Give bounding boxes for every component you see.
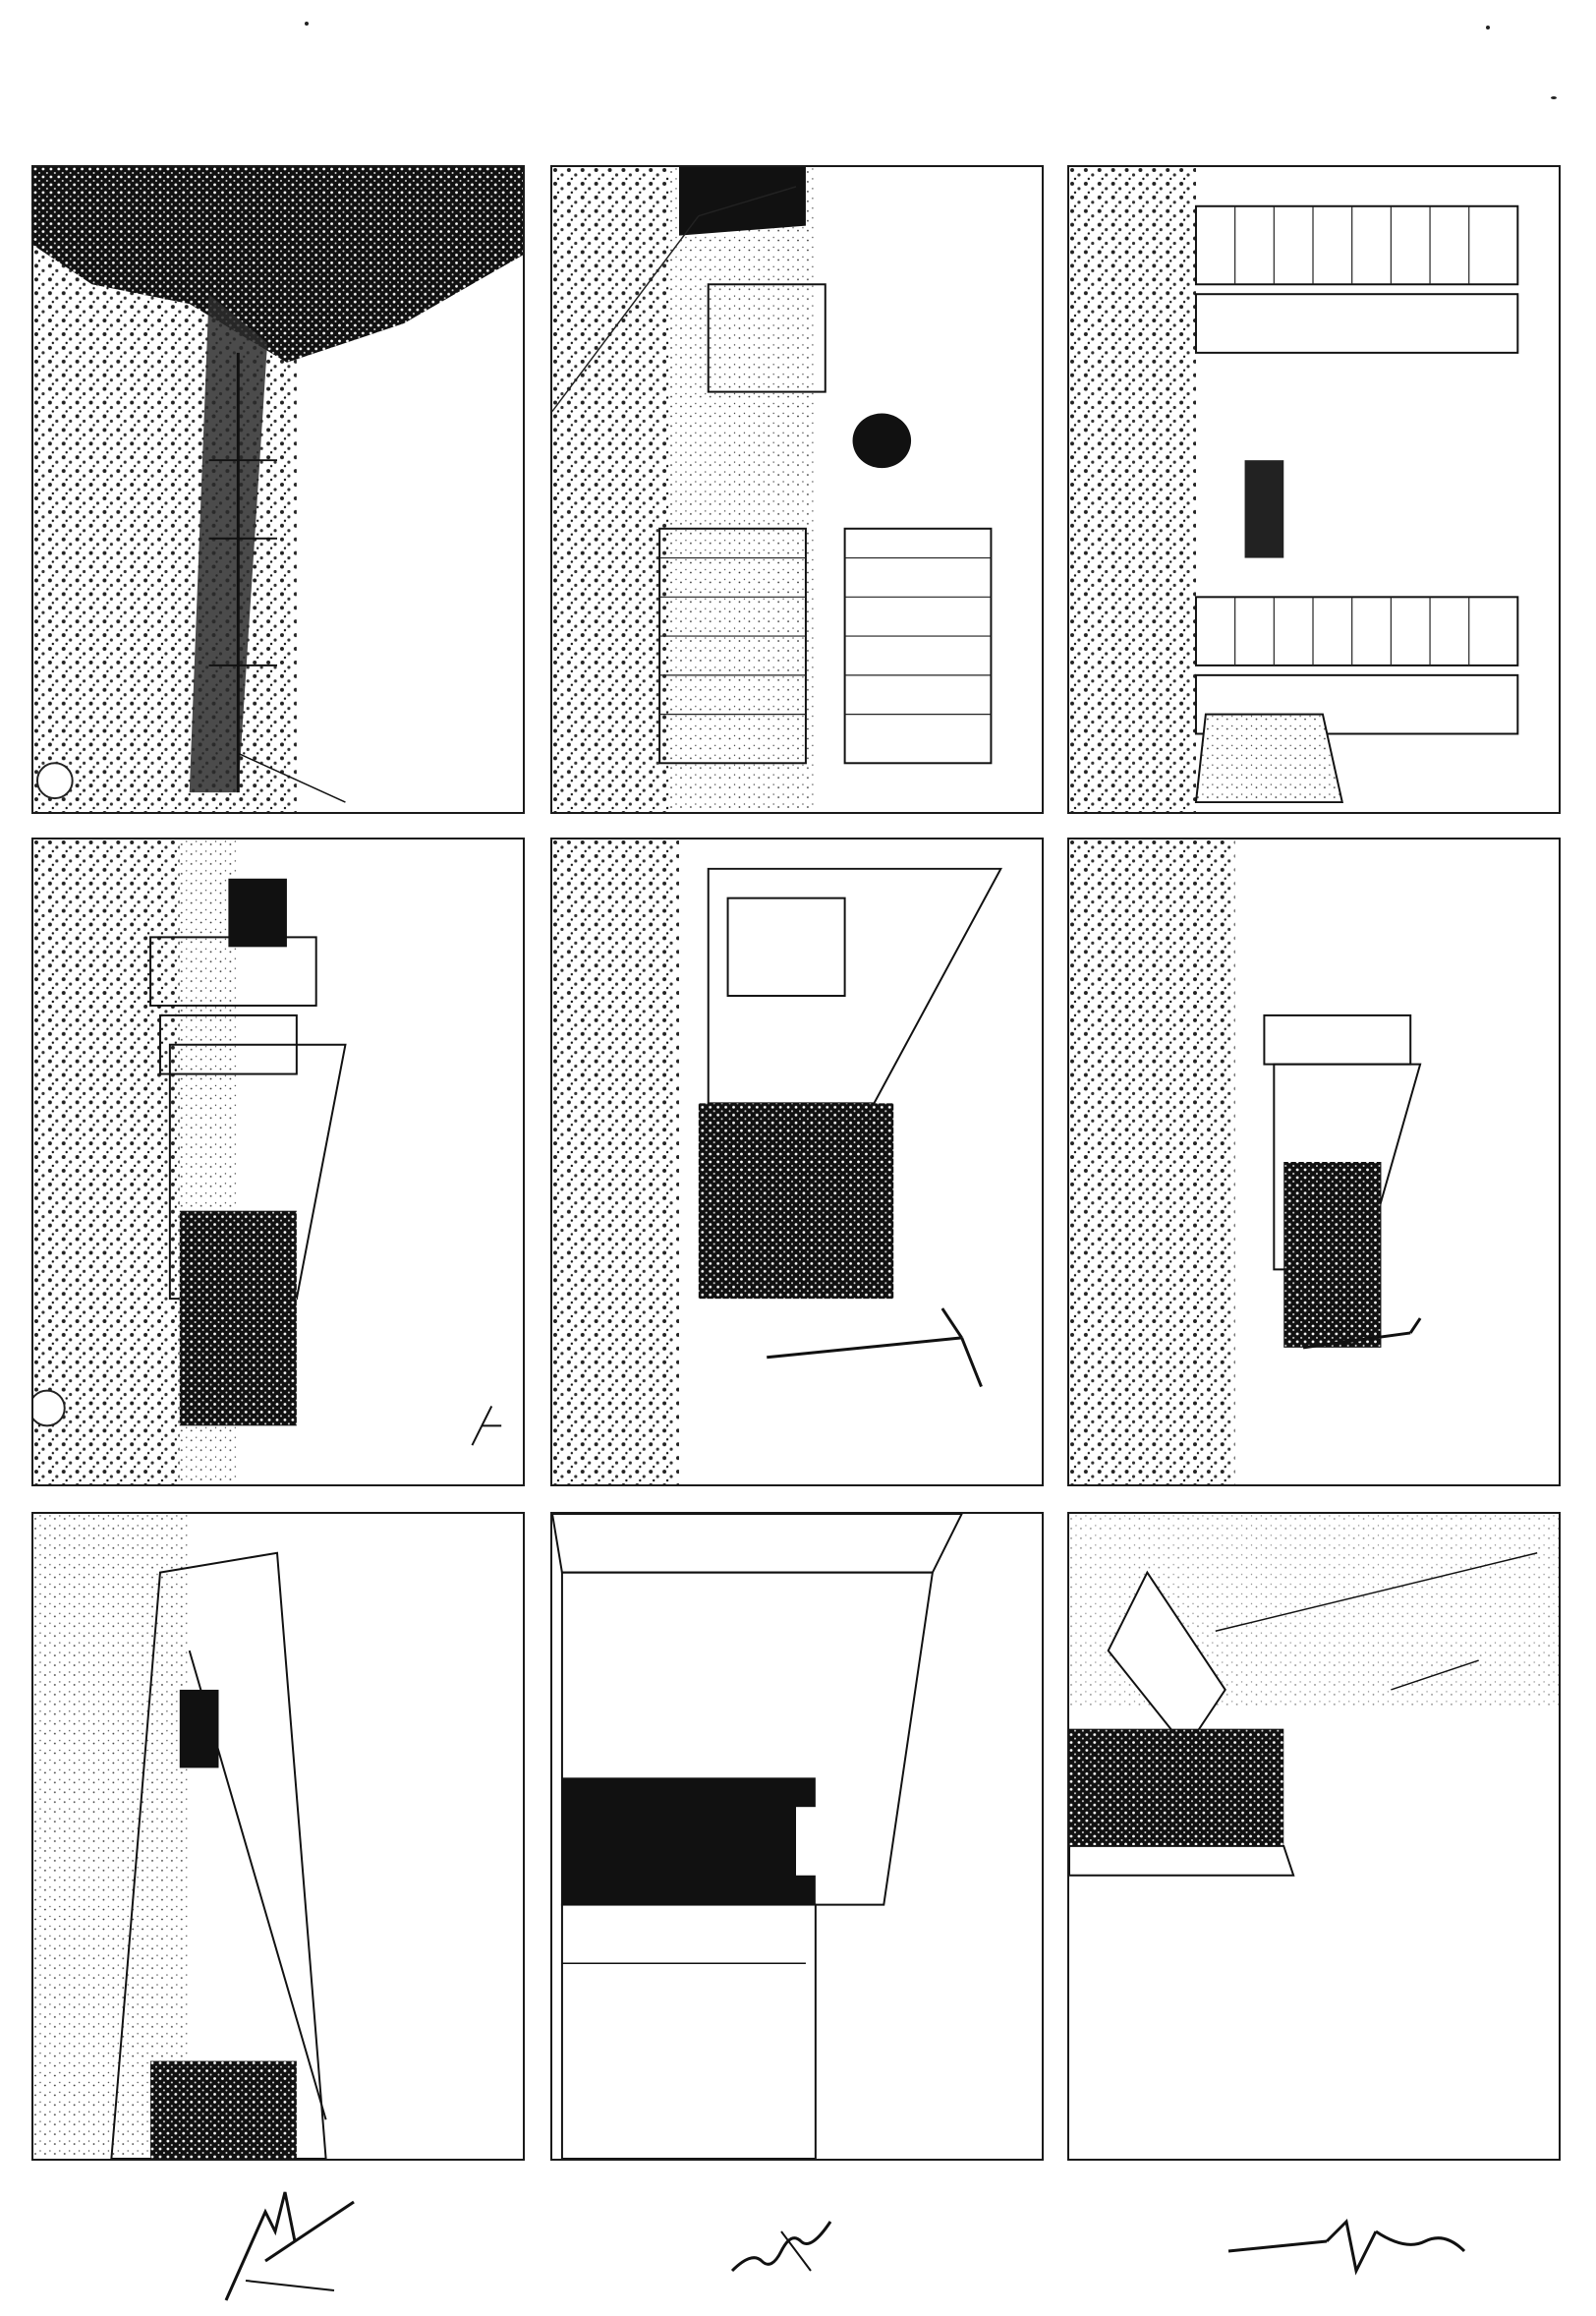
signature-center [722,2192,840,2290]
photo-row3-col2 [550,1512,1044,2161]
scan-speck [1486,26,1490,29]
scan-speck [1551,96,1557,99]
signature-right [1219,2212,1494,2281]
photo-row1-col1 [31,165,525,814]
scan-speck [305,22,309,26]
photo-row3-col1 [31,1512,525,2161]
photo-row1-col3 [1067,165,1561,814]
signature-left [206,2182,373,2310]
photo-row1-col2 [550,165,1044,814]
photo-row3-col3 [1067,1512,1561,2161]
photo-row2-col3 [1067,838,1561,1486]
photo-row2-col2 [550,838,1044,1486]
photo-row2-col1 [31,838,525,1486]
